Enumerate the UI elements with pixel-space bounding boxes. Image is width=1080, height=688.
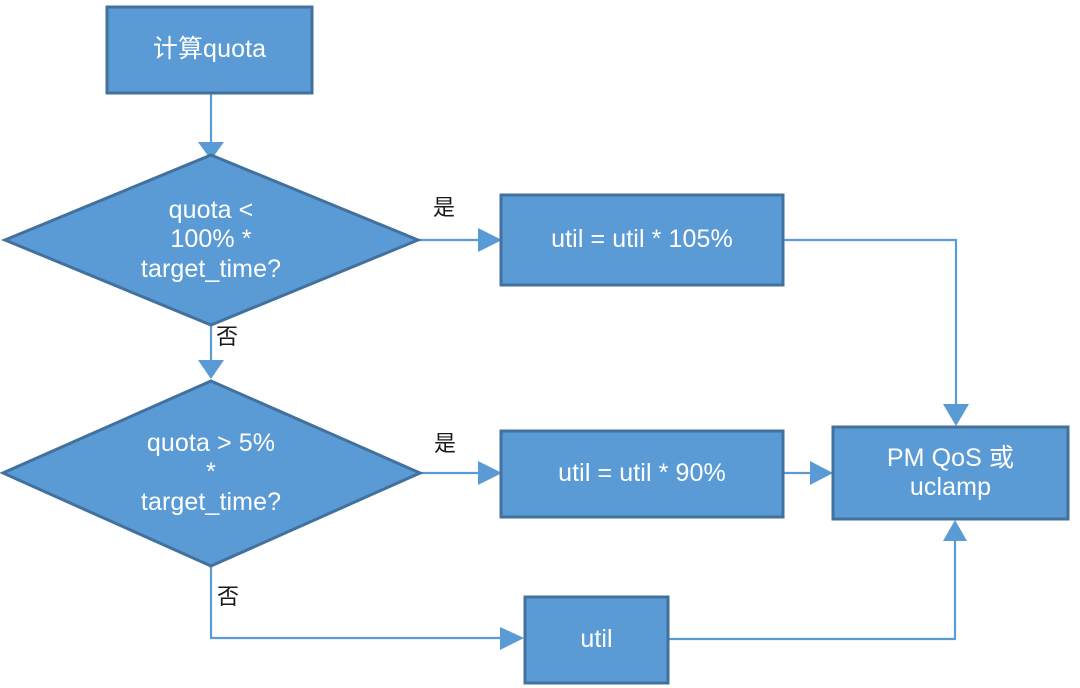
node-util-90-shape[interactable]	[499, 429, 785, 519]
node-decision-1-shape[interactable]	[1, 153, 422, 327]
edge-decision-1-no-to-decision-2	[198, 325, 224, 379]
edge-decision-1-yes-to-util-105	[418, 228, 502, 252]
edge-util-90-to-pm-qos	[783, 461, 833, 485]
node-pm-qos-shape[interactable]	[831, 425, 1070, 521]
node-decision-2-shape[interactable]	[0, 379, 424, 568]
node-decision-2[interactable]	[3, 381, 420, 566]
edge-calc-quota-to-decision-1	[198, 93, 224, 160]
node-util-90[interactable]	[501, 431, 783, 517]
node-util-shape[interactable]	[523, 595, 670, 685]
node-util[interactable]	[525, 597, 668, 683]
node-decision-1[interactable]	[5, 155, 418, 325]
edge-decision-2-no-to-util	[209, 566, 524, 650]
node-pm-qos[interactable]	[833, 427, 1068, 519]
edge-util-to-pm-qos	[668, 520, 967, 641]
edge-decision-2-yes-to-util-90	[420, 461, 502, 485]
node-util-105[interactable]	[501, 195, 783, 285]
edge-util-105-to-pm-qos	[783, 238, 969, 426]
node-util-105-shape[interactable]	[499, 193, 785, 287]
node-calc-quota-shape[interactable]	[105, 5, 314, 95]
node-calc-quota[interactable]	[107, 7, 312, 93]
